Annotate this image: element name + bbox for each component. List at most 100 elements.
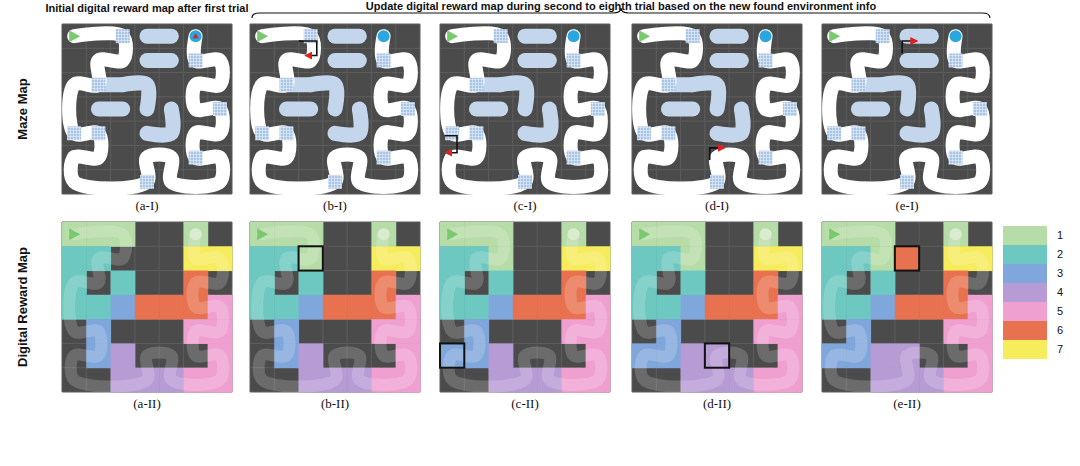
start-marker xyxy=(829,30,840,42)
updated-cell xyxy=(299,246,323,270)
heading: Update digital reward map during second … xyxy=(366,0,876,12)
reward-cell xyxy=(299,295,324,320)
goal-marker xyxy=(378,30,390,42)
reward-cell xyxy=(681,271,706,296)
panel-label: (b-II) xyxy=(321,396,349,412)
legend-label: 7 xyxy=(1057,343,1063,355)
update-arrow xyxy=(710,148,725,160)
start-marker xyxy=(257,30,268,42)
panel-label: (e-II) xyxy=(893,396,920,412)
legend-swatch xyxy=(1003,283,1047,302)
reward-map xyxy=(822,222,993,393)
updated-cell xyxy=(705,343,729,367)
legend-item: 5 xyxy=(1003,302,1073,321)
maze-map xyxy=(632,24,802,194)
reward-cell xyxy=(705,295,730,320)
reward-cell xyxy=(537,295,562,320)
goal-marker xyxy=(760,228,772,240)
panel-ground xyxy=(632,222,802,392)
reward-cell xyxy=(489,343,514,368)
panel-ground xyxy=(62,24,232,194)
panel-label: (a-I) xyxy=(135,198,158,214)
reward-cell xyxy=(632,246,657,271)
panel-label: (d-I) xyxy=(705,198,729,214)
panel-ground xyxy=(440,222,610,392)
reward-cell xyxy=(347,295,372,320)
reward-cell xyxy=(681,343,706,368)
maze-path xyxy=(447,33,601,188)
row-label: Maze Map xyxy=(15,78,30,139)
maze-map xyxy=(62,24,232,194)
legend-label: 3 xyxy=(1057,267,1063,279)
legend-swatch xyxy=(1003,264,1047,283)
reward-cell xyxy=(822,246,847,271)
legend-item: 1 xyxy=(1003,226,1073,245)
start-marker xyxy=(639,228,650,240)
maze-path xyxy=(639,33,793,188)
maze-map xyxy=(440,24,610,194)
reward-cell xyxy=(871,295,896,320)
legend-label: 1 xyxy=(1057,229,1063,241)
reward-cell xyxy=(135,295,160,320)
reward-cell xyxy=(656,295,681,320)
legend-label: 4 xyxy=(1057,286,1063,298)
update-arrow xyxy=(445,136,457,153)
maze-path xyxy=(829,33,983,188)
reward-cell xyxy=(323,295,348,320)
panel-ground xyxy=(250,24,420,194)
goal-marker xyxy=(190,228,202,240)
start-marker xyxy=(639,30,650,42)
goal-marker xyxy=(760,30,772,42)
reward-cell xyxy=(871,343,896,368)
legend-swatch xyxy=(1003,340,1047,359)
panel-label: (a-II) xyxy=(133,396,160,412)
panel-ground xyxy=(822,222,992,392)
panel-ground xyxy=(440,24,610,194)
maze-map xyxy=(822,24,992,194)
reward-cell xyxy=(86,295,111,320)
goal-marker xyxy=(568,30,580,42)
update-arrow xyxy=(902,41,917,53)
reward-cell xyxy=(729,295,754,320)
goal-marker xyxy=(568,228,580,240)
legend-swatch xyxy=(1003,302,1047,321)
reward-map xyxy=(62,222,233,393)
legend-swatch xyxy=(1003,321,1047,340)
panel-ground xyxy=(822,24,992,194)
reward-map xyxy=(250,222,421,393)
panel-ground xyxy=(250,222,420,392)
reward-cell xyxy=(274,295,299,320)
maze-path xyxy=(69,33,223,188)
reward-cell xyxy=(919,295,944,320)
reward-cell xyxy=(681,295,706,320)
row-label: Digital Reward Map xyxy=(15,247,30,367)
goal-marker xyxy=(190,30,202,42)
goal-marker xyxy=(950,30,962,42)
maze-path xyxy=(257,33,411,188)
reward-cell xyxy=(440,246,465,271)
reward-cell xyxy=(513,295,538,320)
panel-label: (b-I) xyxy=(323,198,347,214)
start-marker xyxy=(829,228,840,240)
panel-label: (c-I) xyxy=(513,198,536,214)
reward-cell xyxy=(159,295,184,320)
start-marker xyxy=(447,30,458,42)
reward-map xyxy=(440,222,611,393)
legend-swatch xyxy=(1003,226,1047,245)
legend-swatch xyxy=(1003,245,1047,264)
reward-cell xyxy=(846,295,871,320)
legend-item: 3 xyxy=(1003,264,1073,283)
updated-cell xyxy=(895,246,919,270)
reward-cell xyxy=(299,343,324,368)
legend-label: 5 xyxy=(1057,305,1063,317)
legend-label: 2 xyxy=(1057,248,1063,260)
panel-label: (d-II) xyxy=(703,396,731,412)
reward-cell xyxy=(299,271,324,296)
reward-cell xyxy=(464,295,489,320)
reward-map xyxy=(632,222,803,393)
goal-marker xyxy=(378,228,390,240)
reward-cell xyxy=(111,295,136,320)
legend-item: 7 xyxy=(1003,340,1073,359)
update-arrow xyxy=(299,41,317,56)
